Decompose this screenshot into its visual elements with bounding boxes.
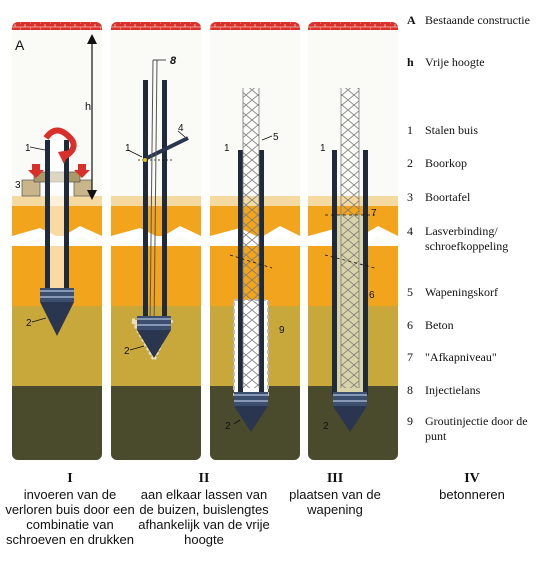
- legend-key: 8: [407, 383, 413, 397]
- label-7: 7: [371, 208, 377, 219]
- welding-torch: [146, 136, 189, 160]
- step-number: II: [198, 471, 210, 486]
- label-1-panel2: 1: [125, 143, 131, 154]
- step-number: IV: [464, 471, 480, 486]
- rotate-arrow: [43, 127, 77, 161]
- legend-text: Wapeningskorf: [425, 285, 499, 299]
- step-description: betonneren: [439, 487, 505, 502]
- label-2-panel4: 2: [323, 421, 329, 432]
- reinforcement-cage: [243, 88, 259, 388]
- legend-key: A: [407, 13, 416, 27]
- drill-table-left: [21, 179, 41, 197]
- legend-text: Stalen buis: [425, 123, 478, 137]
- label-9: 9: [279, 325, 285, 336]
- drill-head: [40, 288, 74, 302]
- legend-text: "Afkapniveau": [425, 350, 497, 364]
- step-caption-4: IV betonneren: [412, 470, 532, 502]
- legend-key: 4: [407, 224, 413, 238]
- panel-step-2: [111, 22, 201, 460]
- label-A: A: [15, 37, 25, 53]
- label-5: 5: [273, 132, 279, 143]
- legend-key: 7: [407, 350, 413, 364]
- push-arrow-left: [28, 164, 44, 178]
- legend-key: 5: [407, 285, 413, 299]
- step-description: plaatsen van de wapening: [289, 487, 381, 517]
- panel-step-3: [210, 22, 300, 460]
- legend-text: Vrije hoogte: [425, 55, 485, 69]
- label-1-panel1: 1: [25, 143, 31, 154]
- step-description: aan elkaar lassen van de buizen, buislen…: [138, 487, 270, 547]
- legend-key: 1: [407, 123, 413, 137]
- step-number: I: [67, 471, 73, 486]
- label-3-panel1: 3: [15, 180, 21, 191]
- legend-text: Injectielans: [425, 383, 481, 397]
- label-1-panel3: 1: [224, 143, 230, 154]
- legend-key: h: [407, 55, 414, 69]
- label-6: 6: [369, 290, 375, 301]
- step-caption-2: II aan elkaar lassen van de buizen, buis…: [138, 470, 270, 547]
- legend-key: 3: [407, 190, 413, 204]
- panel-step-4: [308, 22, 398, 460]
- label-8: 8: [170, 55, 177, 67]
- label-2-panel1: 2: [26, 318, 32, 329]
- injection-lance: [149, 59, 154, 331]
- legend-text: Groutinjectie door de punt: [425, 414, 528, 443]
- legend-text: Boorkop: [425, 156, 467, 170]
- panel-step-1: [12, 22, 102, 460]
- legend-key: 2: [407, 156, 413, 170]
- step-description: invoeren van de verloren buis door een c…: [5, 487, 135, 547]
- label-2-panel2: 2: [124, 346, 130, 357]
- legend-key: 9: [407, 414, 413, 428]
- legend-text: Bestaande constructie: [425, 13, 530, 27]
- push-arrow-right: [74, 164, 90, 178]
- legend-key: 6: [407, 318, 413, 332]
- legend-text: Boortafel: [425, 190, 471, 204]
- step-caption-3: III plaatsen van de wapening: [280, 470, 390, 517]
- step-number: III: [326, 471, 344, 486]
- label-h: h: [85, 101, 91, 113]
- legend-text: Beton: [425, 318, 454, 332]
- existing-construction-bricks: [12, 22, 102, 30]
- step-caption-1: I invoeren van de verloren buis door een…: [4, 470, 136, 547]
- label-2-panel3: 2: [225, 421, 231, 432]
- legend-text: Lasverbinding/ schroefkoppeling: [425, 224, 509, 253]
- label-4: 4: [178, 123, 184, 134]
- label-1-panel4: 1: [320, 143, 326, 154]
